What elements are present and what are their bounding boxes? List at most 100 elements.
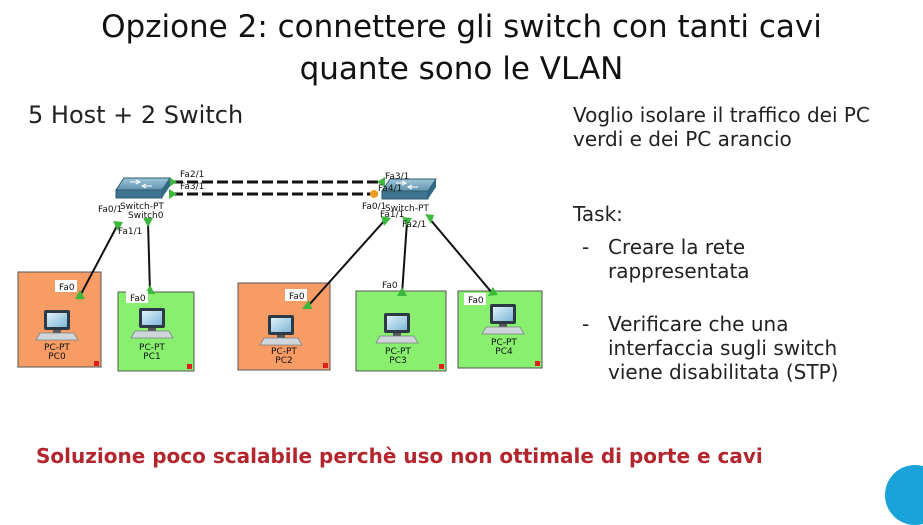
switch-side — [162, 178, 170, 198]
port-label-box — [55, 280, 77, 292]
goal-text: Voglio isolare il traffico dei PC verdi … — [573, 103, 918, 151]
pc2-model-label: PC-PT — [271, 347, 297, 357]
link-up-indicator — [381, 216, 391, 226]
zone-marker — [323, 363, 328, 368]
pc3[interactable]: Fa0 PC-PT PC3 — [375, 278, 419, 366]
switch-arrows-icon — [130, 179, 152, 189]
switch-icon — [115, 177, 171, 191]
pc1-name-label: PC1 — [143, 352, 160, 362]
link-up-indicator — [397, 287, 407, 296]
slide-title-line-2: quante sono le VLAN — [299, 51, 624, 87]
network-diagram: Switch-PT Switch0 Switch-PT Fa2/1 Fa3/1 … — [17, 170, 543, 372]
pc2-port-label: Fa0 — [289, 292, 305, 302]
link-blocked-indicator — [370, 190, 378, 198]
task-list: - Creare la rete rappresentata - Verific… — [582, 235, 912, 413]
link-up-indicator — [113, 221, 123, 231]
link-up-indicator — [425, 214, 434, 224]
pc2-name-label: PC2 — [275, 356, 292, 366]
link-sw0-pc0[interactable] — [79, 225, 118, 297]
keyboard-icon — [130, 330, 174, 339]
zone-marker — [187, 364, 192, 369]
link-sw0-pc1[interactable] — [147, 221, 151, 293]
switch0-name-label: Switch0 — [128, 211, 164, 221]
pc4-model-label: PC-PT — [491, 338, 517, 348]
pc1-port-label: Fa0 — [130, 294, 146, 304]
link-up-indicator — [169, 177, 177, 187]
pc2[interactable]: Fa0 PC-PT PC2 — [259, 289, 307, 366]
task-item-2: - Verificare che una interfaccia sugli s… — [582, 312, 912, 384]
screen — [142, 311, 162, 325]
sw1-port-fa3-1: Fa3/1 — [385, 172, 409, 182]
port-label-box — [464, 293, 486, 305]
sw1-port-fa1-1: Fa1/1 — [380, 210, 404, 220]
monitor-stand — [277, 335, 285, 338]
zone-marker — [439, 364, 444, 369]
corner-badge — [885, 465, 923, 525]
keyboard-icon — [481, 326, 525, 335]
link-sw1-pc4[interactable] — [428, 217, 494, 295]
screen — [493, 307, 513, 321]
task-item-2-line-3: viene disabilitata (STP) — [608, 360, 839, 384]
task-item-2-line-2: interfaccia sugli switch — [608, 336, 838, 360]
pc3-model-label: PC-PT — [385, 347, 411, 357]
screen — [47, 313, 67, 327]
task-item-2-line-1: Verificare che una — [608, 312, 789, 336]
sw0-port-fa2-1: Fa2/1 — [180, 170, 204, 180]
pc0-model-label: PC-PT — [44, 343, 70, 353]
link-up-indicator — [377, 177, 385, 187]
sw0-port-fa1-1: Fa1/1 — [118, 227, 142, 237]
link-sw1-pc3[interactable] — [401, 221, 408, 295]
pc1[interactable]: Fa0 PC-PT PC1 — [126, 291, 174, 362]
task-item-1-line-1: Creare la rete — [608, 235, 746, 259]
pc4-name-label: PC4 — [495, 347, 513, 357]
pc4[interactable]: Fa0 PC-PT PC4 — [464, 293, 525, 357]
switch-side — [428, 179, 436, 199]
switch1-model-label: Switch-PT — [385, 204, 429, 214]
screen — [387, 316, 407, 330]
keyboard-icon — [259, 337, 303, 346]
pc3-port-label: Fa0 — [382, 281, 398, 291]
sw1-port-fa0-1: Fa0/1 — [362, 202, 386, 212]
sw0-port-fa3-1: Fa3/1 — [180, 182, 204, 192]
diagram-subtitle: 5 Host + 2 Switch — [28, 101, 244, 129]
zone-marker — [94, 361, 99, 366]
goal-line-1: Voglio isolare il traffico dei PC — [573, 103, 870, 127]
goal-line-2: verdi e dei PC arancio — [573, 127, 792, 151]
monitor-stand — [53, 330, 61, 333]
pc0[interactable]: Fa0 PC-PT PC0 — [35, 280, 79, 362]
pc0-port-label: Fa0 — [59, 283, 75, 293]
switch0-model-label: Switch-PT — [120, 202, 164, 212]
link-up-indicator — [75, 290, 85, 299]
footer-note: Soluzione poco scalabile perchè uso non … — [36, 444, 763, 468]
monitor-stand — [393, 333, 401, 336]
switch1[interactable] — [381, 178, 437, 200]
keyboard-icon — [375, 335, 419, 344]
sw1-port-fa4-1: Fa4/1 — [378, 184, 402, 194]
slide-title: Opzione 2: connettere gli switch con tan… — [0, 6, 923, 90]
pc1-model-label: PC-PT — [139, 343, 165, 353]
switch-front — [115, 189, 163, 199]
link-up-indicator — [143, 218, 153, 227]
port-label-box — [126, 291, 148, 303]
task-item-1-line-2: rappresentata — [608, 259, 750, 283]
link-up-indicator — [169, 189, 177, 199]
link-sw1-pc2[interactable] — [307, 219, 386, 307]
monitor-stand — [499, 324, 507, 327]
monitor-stand — [148, 328, 156, 331]
task-item-1: - Creare la rete rappresentata — [582, 235, 912, 283]
screen — [271, 318, 291, 332]
zone-marker — [535, 361, 540, 366]
switch0[interactable] — [115, 177, 171, 199]
keyboard-icon — [35, 332, 79, 341]
bullet-dash: - — [582, 312, 590, 336]
port-label-box — [285, 289, 307, 301]
switch-arrows-icon — [396, 180, 418, 190]
slide-title-line-1: Opzione 2: connettere gli switch con tan… — [101, 9, 822, 45]
pc0-name-label: PC0 — [48, 352, 66, 362]
task-label: Task: — [573, 202, 623, 226]
link-up-indicator — [488, 287, 498, 296]
sw0-port-fa0-1: Fa0/1 — [98, 205, 122, 215]
sw1-port-fa2-1: Fa2/1 — [402, 220, 426, 230]
port-label-box — [378, 278, 400, 290]
pc3-name-label: PC3 — [389, 356, 406, 366]
